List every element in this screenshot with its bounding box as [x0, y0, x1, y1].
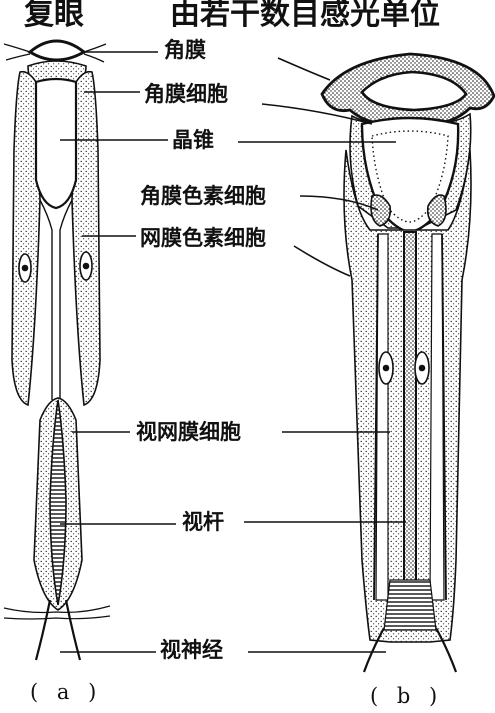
- label-cornea: 角膜: [164, 38, 206, 62]
- optic-nerve-a: [34, 599, 82, 661]
- optic-nerve-b: [362, 627, 458, 673]
- rhabdom-a: [49, 399, 67, 606]
- ommatidium-a: [3, 39, 111, 661]
- label-corneal-cell: 角膜细胞: [144, 82, 228, 106]
- corneal-pigment-cell-left-b: [370, 194, 392, 227]
- label-optic-nerve: 视神经: [160, 638, 223, 662]
- title-photoreceptor-units: 由若干数目感光单位: [170, 0, 440, 32]
- label-retinal-pigment-cell: 网膜色素细胞: [140, 226, 266, 250]
- crystal-cone-a: [34, 77, 78, 210]
- pigment-cell-right-a: [71, 70, 101, 407]
- cornea-a: [27, 39, 87, 62]
- pigment-cell-left-a: [11, 70, 41, 407]
- title-compound-eye: 复眼: [24, 0, 84, 32]
- sublabel-a: ( a ): [30, 680, 103, 704]
- rhabdom-b: [403, 231, 417, 629]
- label-crystal-cone: 晶锥: [172, 128, 214, 152]
- leader-lines: [60, 51, 406, 653]
- label-rhabdom: 视杆: [182, 510, 224, 534]
- label-corneal-pigment-cell: 角膜色素细胞: [140, 184, 266, 208]
- label-retinula-cell: 视网膜细胞: [136, 420, 241, 444]
- corneal-pigment-cell-right-b: [426, 194, 447, 227]
- sublabel-b: ( b ): [370, 684, 444, 708]
- ommatidium-b: [320, 52, 495, 673]
